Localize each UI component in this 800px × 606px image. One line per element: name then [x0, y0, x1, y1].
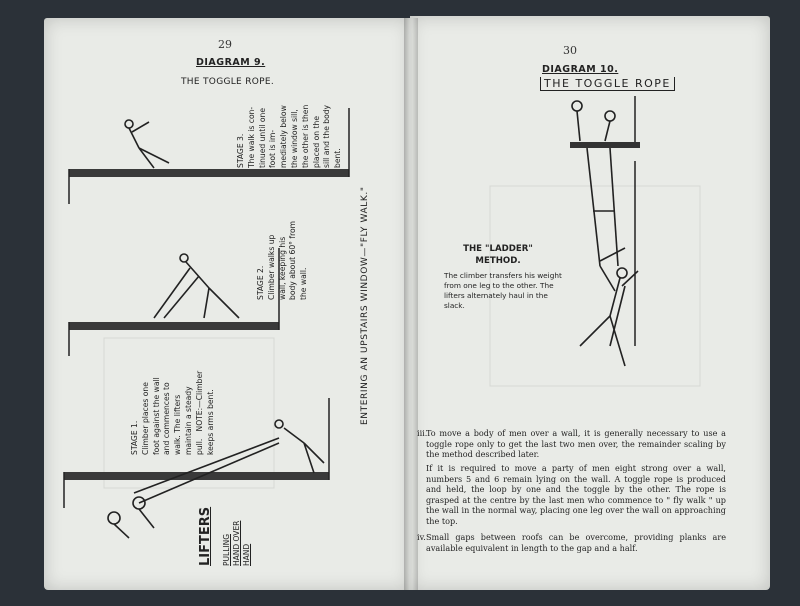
- right-page-number: 30: [563, 44, 577, 57]
- ladder-method-heading: THE "LADDER" METHOD.: [463, 244, 533, 266]
- item-iii-text-2: If it is required to move a party of men…: [426, 463, 726, 526]
- item-iii-text-1: To move a body of men over a wall, it is…: [426, 428, 726, 460]
- stage1-caption: STAGE 1. Climber places one foot against…: [130, 370, 215, 455]
- item-iii-paragraph-1: iii. To move a body of men over a wall, …: [417, 428, 726, 460]
- item-iv-number: iv.: [417, 532, 426, 542]
- fly-walk-caption: ENTERING AN UPSTAIRS WINDOW—"FLY WALK.": [360, 186, 370, 425]
- toggle-rope-fly-walk-illustration: [63, 108, 350, 539]
- item-iii-number: iii.: [417, 428, 428, 438]
- right-page: [410, 16, 770, 590]
- ladder-method-text: The climber transfers his weight from on…: [444, 271, 562, 310]
- item-iv-paragraph: iv. Small gaps between roofs can be over…: [417, 532, 726, 553]
- left-page-number: 29: [218, 38, 232, 51]
- lifters-label: LIFTERS: [198, 506, 213, 566]
- book-gutter: [404, 18, 418, 590]
- right-diagram-title: DIAGRAM 10.: [542, 64, 619, 75]
- stage2-caption: STAGE 2. Climber walks up wall, keeping …: [256, 220, 309, 300]
- stage3-caption: STAGE 3. The walk is con- tinued until o…: [236, 104, 343, 168]
- left-subtitle: THE TOGGLE ROPE.: [181, 77, 275, 87]
- right-subtitle: THE TOGGLE ROPE: [540, 77, 675, 91]
- ladder-method-illustration: [489, 96, 701, 387]
- item-iii-paragraph-2: If it is required to move a party of men…: [426, 463, 726, 527]
- item-iv-text: Small gaps between roofs can be overcome…: [426, 532, 726, 553]
- pulling-hand-over-hand-label: PULLING HAND OVER HAND: [222, 520, 251, 566]
- left-diagram-title: DIAGRAM 9.: [196, 57, 266, 68]
